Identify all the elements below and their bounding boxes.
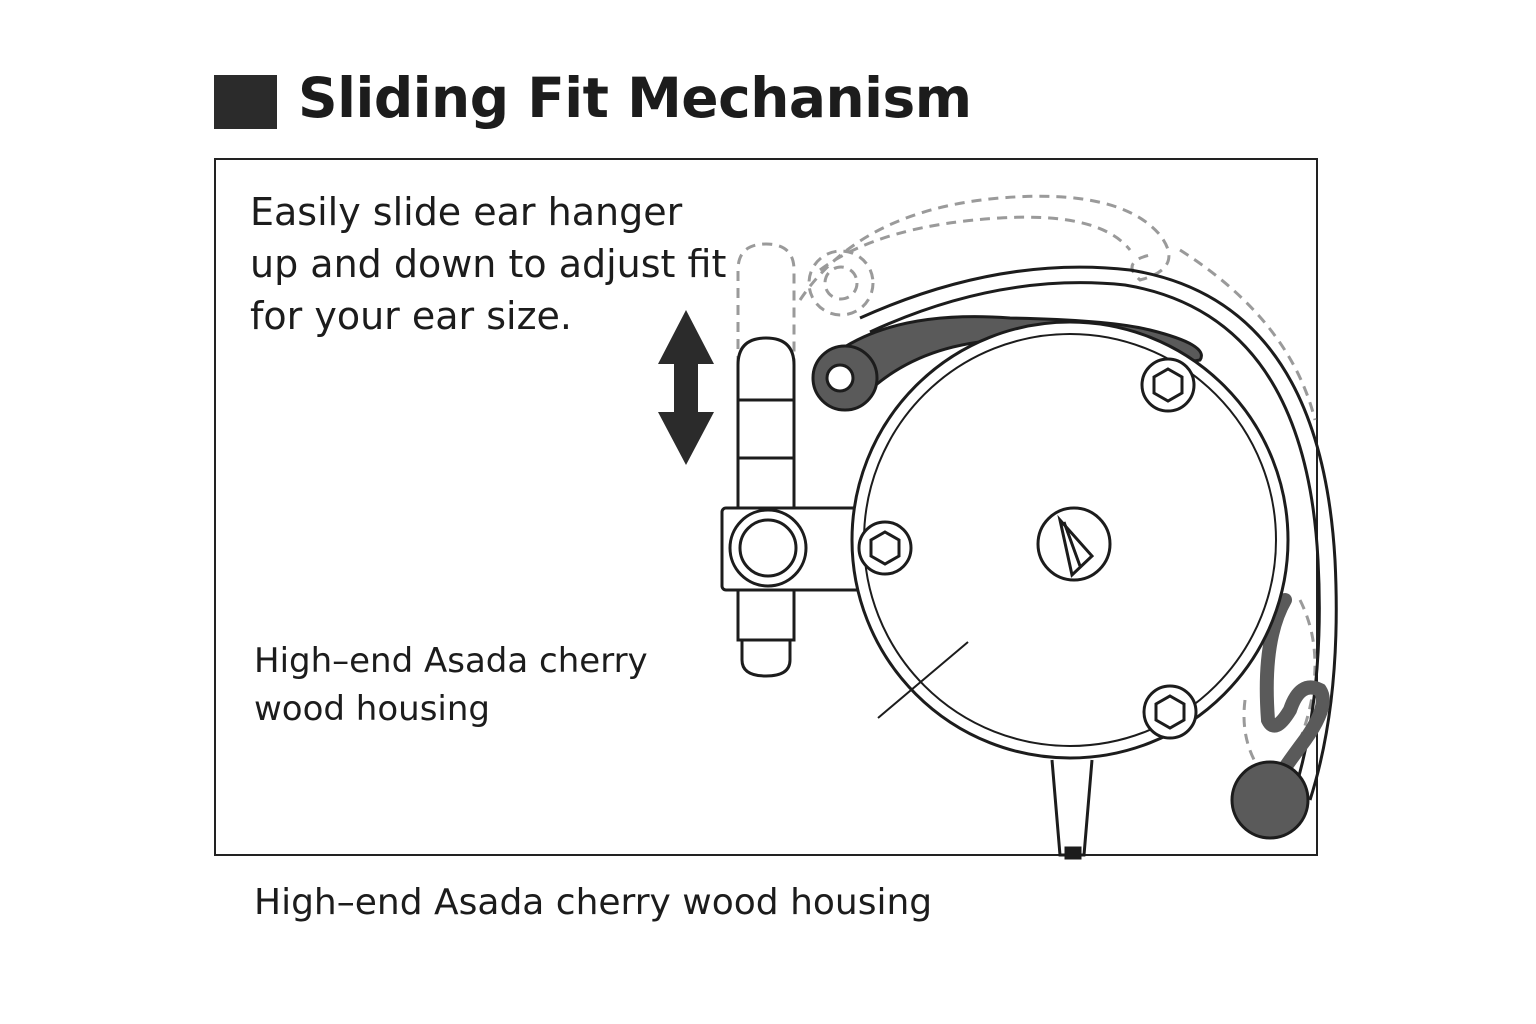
hook-tip <box>1230 760 1310 840</box>
hook-end <box>1259 593 1330 782</box>
ghost-hanger-outline <box>736 194 1317 802</box>
housing-leader-line <box>877 641 969 719</box>
figure-caption: High–end Asada cherry wood housing <box>254 882 933 923</box>
hex-screws <box>857 357 1198 740</box>
slide-description: Easily slide ear hanger up and down to a… <box>250 190 727 338</box>
housing <box>850 320 1290 860</box>
page-title: Sliding Fit Mechanism <box>298 66 972 130</box>
ear-hook-wire <box>859 265 1338 801</box>
up-down-arrow-icon <box>658 310 714 465</box>
triangle-logo-icon <box>1036 506 1112 582</box>
title-marker-icon <box>214 75 277 129</box>
housing-label: High–end Asada cherry wood housing <box>254 641 648 729</box>
